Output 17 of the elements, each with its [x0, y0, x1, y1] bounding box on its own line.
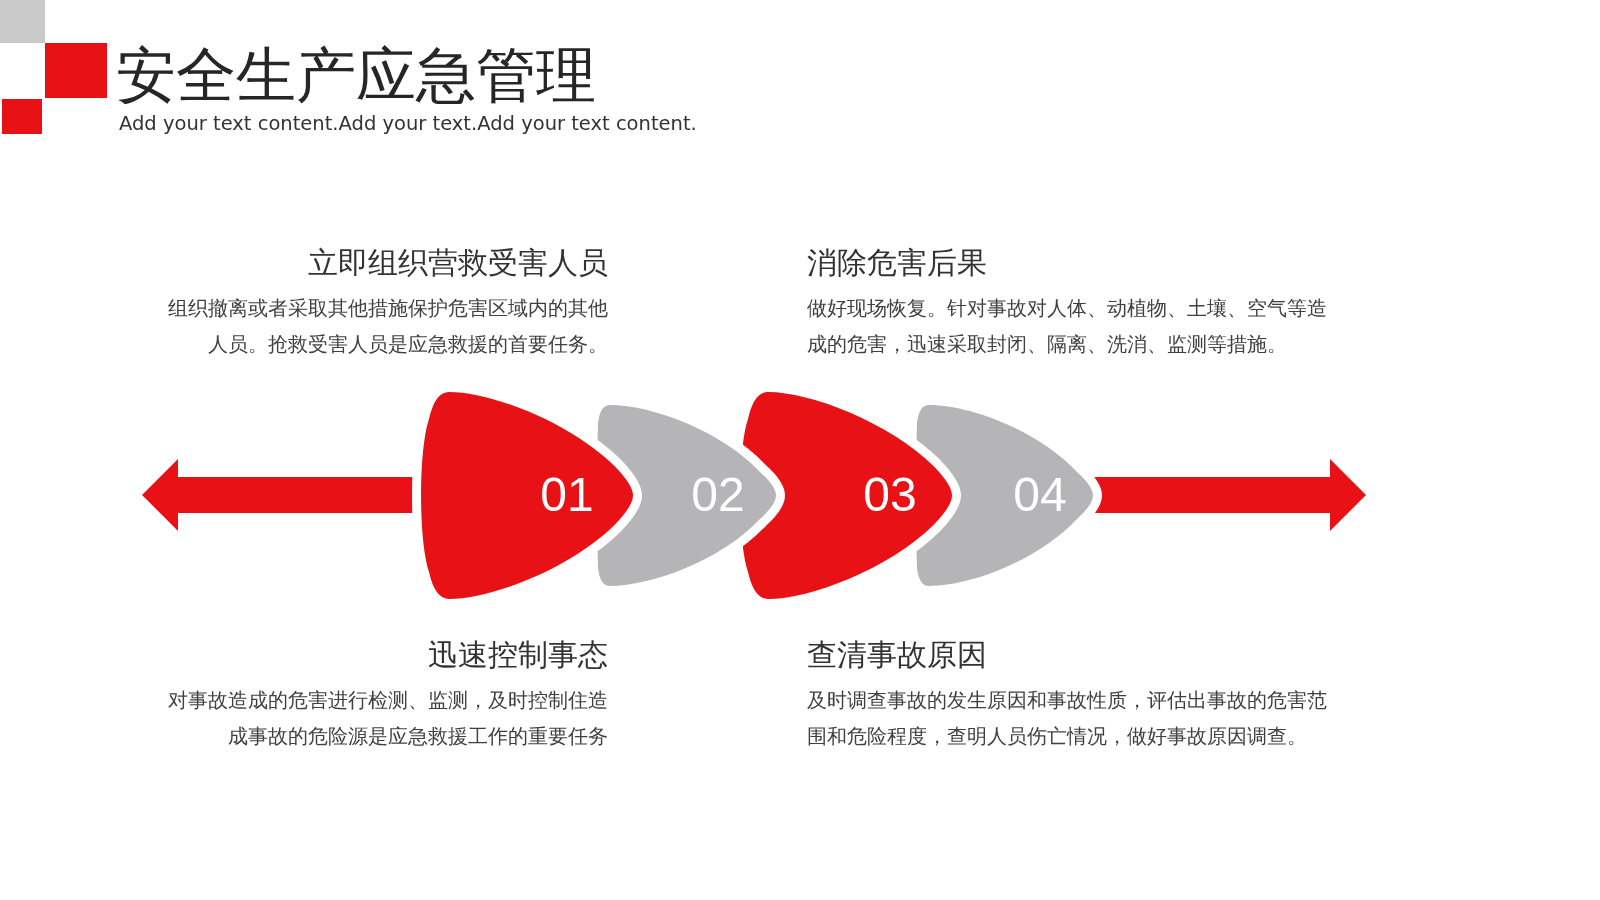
page-title: 安全生产应急管理 [116, 41, 596, 111]
step-heading: 立即组织营救受害人员 [308, 245, 608, 281]
step-number: 03 [863, 468, 917, 522]
step-heading: 查清事故原因 [807, 637, 987, 673]
arrow [1093, 459, 1366, 531]
step-heading: 消除危害后果 [807, 245, 987, 281]
step-description: 组织撤离或者采取其他措施保护危害区域内的其他人员。抢救受害人员是应急救援的首要任务。 [167, 296, 608, 357]
step-shape [915, 405, 1093, 586]
step-heading: 迅速控制事态 [428, 637, 608, 673]
step-shape [421, 392, 633, 599]
step-description: 及时调查事故的发生原因和事故性质，评估出事故的危害范围和危险程度，查明人员伤亡情况，做好事故原因调查。 [807, 688, 1328, 749]
step-description: 对事故造成的危害进行检测、监测，及时控制住造成事故的危险源是应急救援工作的重要任务 [167, 688, 608, 749]
step-description: 做好现场恢复。针对事故对人体、动植物、土壤、空气等造成的危害，迅速采取封闭、隔离、洗消、监测等措施。 [807, 296, 1328, 357]
step-number: 01 [540, 468, 594, 522]
step-number: 02 [691, 468, 745, 522]
subtitle: Add your text content.Add your text.Add your text content. [119, 112, 697, 136]
step-number: 04 [1013, 468, 1067, 522]
